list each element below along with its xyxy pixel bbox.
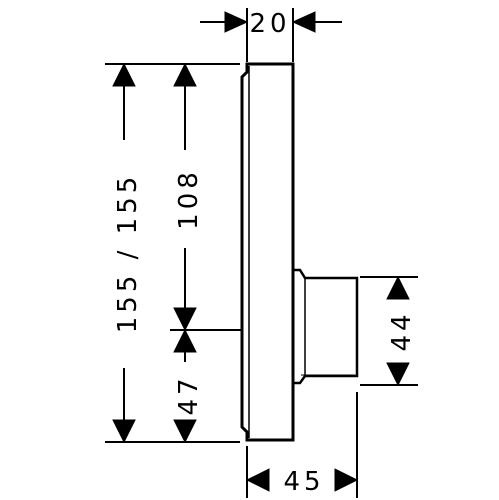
arrow-right-icon	[224, 11, 249, 33]
cover-plate	[240, 62, 295, 442]
arrow-left-icon	[245, 468, 270, 492]
arrow-up-icon	[173, 62, 197, 87]
dimension-label-total-depth: 45	[283, 467, 324, 497]
arrow-left-icon	[291, 11, 316, 33]
dimension-split-heights	[170, 62, 242, 444]
arrow-up-icon	[386, 275, 410, 300]
dimension-label-total-height: 155 / 155	[113, 173, 143, 334]
dimension-total-depth	[245, 392, 359, 498]
dimension-plate-depth	[200, 8, 342, 62]
valve-body	[293, 268, 359, 385]
dimension-label-body-height: 44	[387, 310, 417, 351]
arrow-down-icon	[112, 419, 136, 444]
arrow-up-icon	[173, 328, 197, 353]
arrow-up-icon	[112, 62, 136, 87]
dimension-label-lower-height: 47	[174, 374, 204, 415]
arrow-down-icon	[173, 419, 197, 444]
arrow-down-icon	[386, 362, 410, 387]
arrow-right-icon	[334, 468, 359, 492]
dimension-label-upper-height: 108	[174, 168, 204, 230]
dimension-label-plate-depth: 20	[249, 9, 290, 39]
dimension-body-height	[360, 275, 418, 387]
dimension-total-height	[105, 62, 240, 444]
arrow-down-icon	[173, 307, 197, 332]
